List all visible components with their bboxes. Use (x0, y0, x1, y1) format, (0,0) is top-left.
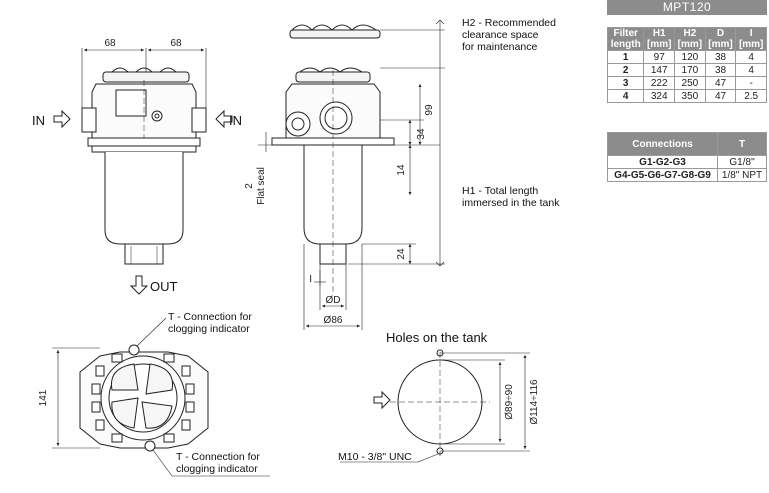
conn-bottom-line1: T - Connection for (176, 451, 260, 463)
tank-holes-view (340, 349, 530, 463)
header-h1: H1[mm] (643, 27, 676, 51)
header-i: I[mm] (735, 27, 767, 51)
h2-note-line1: H2 - Recommended (462, 17, 556, 29)
side-view (258, 19, 445, 330)
h2-note-line3: for maintenance (462, 41, 537, 53)
dim-141: 141 (38, 389, 49, 406)
in-right-label: IN (229, 113, 242, 128)
dim-i: I (309, 274, 312, 285)
dim-68-right: 68 (170, 38, 182, 49)
top-view (52, 317, 270, 477)
screw-spec: M10 - 3/8" UNC (338, 451, 412, 463)
dim-d: ØD (326, 295, 341, 306)
h1-note-line2: immersed in the tank (462, 197, 560, 209)
dim-86: Ø86 (324, 315, 343, 326)
front-view (53, 48, 233, 295)
flat-seal-label: Flat seal (256, 167, 267, 205)
conn-bottom-line2: clogging indicator (176, 463, 258, 475)
tank-holes-title: Holes on the tank (386, 330, 488, 345)
in-left-label: IN (32, 113, 45, 128)
header-h2: H2[mm] (674, 27, 706, 51)
out-label: OUT (150, 279, 178, 294)
dim-24: 24 (396, 248, 407, 260)
header-t: T (717, 132, 767, 156)
flat-seal-thickness: 2 (244, 183, 255, 189)
h1-note-line1: H1 - Total length (462, 185, 538, 197)
dim-34: 34 (416, 128, 427, 140)
dim-99: 99 (424, 104, 435, 116)
h2-note-line2: clearance space (462, 29, 539, 41)
dim-89-90: Ø89÷90 (504, 384, 515, 420)
header-connections: Connections (606, 132, 719, 156)
dim-68-left: 68 (104, 38, 116, 49)
conn-top-line2: clogging indicator (168, 323, 250, 335)
dim-14: 14 (396, 164, 407, 176)
model-title: MPT120 (607, 0, 767, 15)
technical-drawing: 68 68 IN IN OUT (32, 17, 560, 477)
header-d: D[mm] (704, 27, 737, 51)
conn-top-line1: T - Connection for (168, 311, 252, 323)
dim-114-116: Ø114÷116 (529, 379, 540, 425)
